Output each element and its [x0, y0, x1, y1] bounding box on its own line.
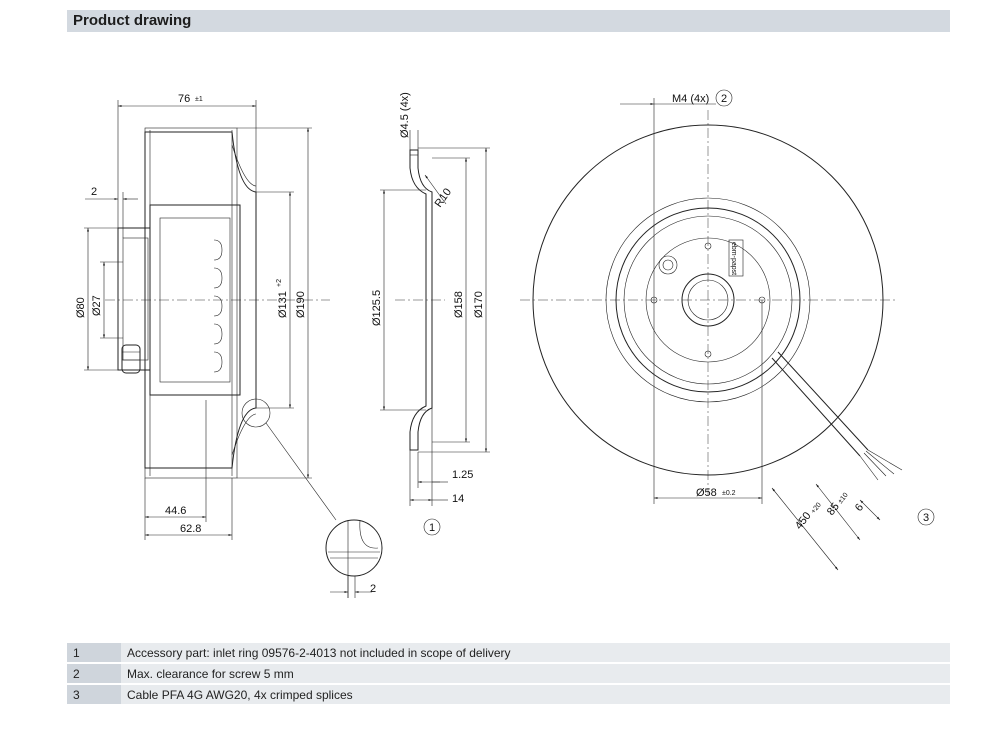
dim-length-tol: ±1: [195, 96, 203, 103]
dim-85-tol: ±10: [837, 492, 850, 506]
dim-6: 6: [853, 502, 866, 514]
dim-85: 85: [825, 501, 842, 518]
dim-d1255: Ø125.5: [371, 290, 383, 326]
dim-m4: M4 (4x): [672, 93, 709, 105]
dim-d27: Ø27: [91, 295, 103, 316]
dim-d170: Ø170: [473, 291, 485, 318]
dim-d190: Ø190: [295, 291, 307, 318]
dim-d131: Ø131: [277, 291, 289, 318]
side-view: 76 ±1 2 Ø80 Ø27 Ø131 +2 Ø190 44.6: [75, 93, 383, 598]
dim-length: 76: [178, 93, 190, 105]
section-header: Product drawing: [67, 10, 950, 32]
detail-dim-2: 2: [370, 583, 376, 595]
dim-d58: Ø58: [696, 487, 717, 499]
product-drawing: 76 ±1 2 Ø80 Ø27 Ø131 +2 Ø190 44.6: [75, 89, 935, 598]
callout-2: 2: [721, 93, 727, 105]
note-number: 1: [67, 643, 121, 662]
dim-14: 14: [452, 493, 464, 505]
table-row: 2 Max. clearance for screw 5 mm: [67, 664, 950, 683]
dim-450-tol: +20: [810, 501, 823, 515]
dim-d58-tol: ±0.2: [722, 490, 736, 497]
dim-2: 2: [91, 186, 97, 198]
note-text: Accessory part: inlet ring 09576-2-4013 …: [121, 643, 950, 662]
dim-d45: Ø4.5 (4x): [399, 92, 411, 138]
callout-1: 1: [429, 522, 435, 534]
note-text: Cable PFA 4G AWG20, 4x crimped splices: [121, 685, 950, 704]
notes-table: 1 Accessory part: inlet ring 09576-2-401…: [67, 641, 950, 706]
note-text: Max. clearance for screw 5 mm: [121, 664, 950, 683]
dim-628: 62.8: [180, 523, 201, 535]
section-title: Product drawing: [73, 12, 192, 29]
table-row: 3 Cable PFA 4G AWG20, 4x crimped splices: [67, 685, 950, 704]
dim-d158: Ø158: [453, 291, 465, 318]
note-number: 3: [67, 685, 121, 704]
note-number: 2: [67, 664, 121, 683]
dim-d131-tol: +2: [276, 279, 283, 287]
dim-450: 450: [793, 510, 814, 532]
dim-125: 1.25: [452, 469, 473, 481]
callout-3: 3: [923, 512, 929, 524]
callout-1-circle: [423, 518, 441, 536]
dim-d80: Ø80: [75, 297, 87, 318]
brand-label: ebm-papst: [730, 242, 737, 275]
table-row: 1 Accessory part: inlet ring 09576-2-401…: [67, 643, 950, 662]
front-view: ebm-papst M4 (4x) 2 Ø58 ±0.2 450 +20 85 …: [520, 89, 935, 571]
inlet-ring-view: Ø4.5 (4x) R10 Ø125.5 Ø158 Ø170 1.25 14 1: [371, 92, 490, 536]
dim-446: 44.6: [165, 505, 186, 517]
